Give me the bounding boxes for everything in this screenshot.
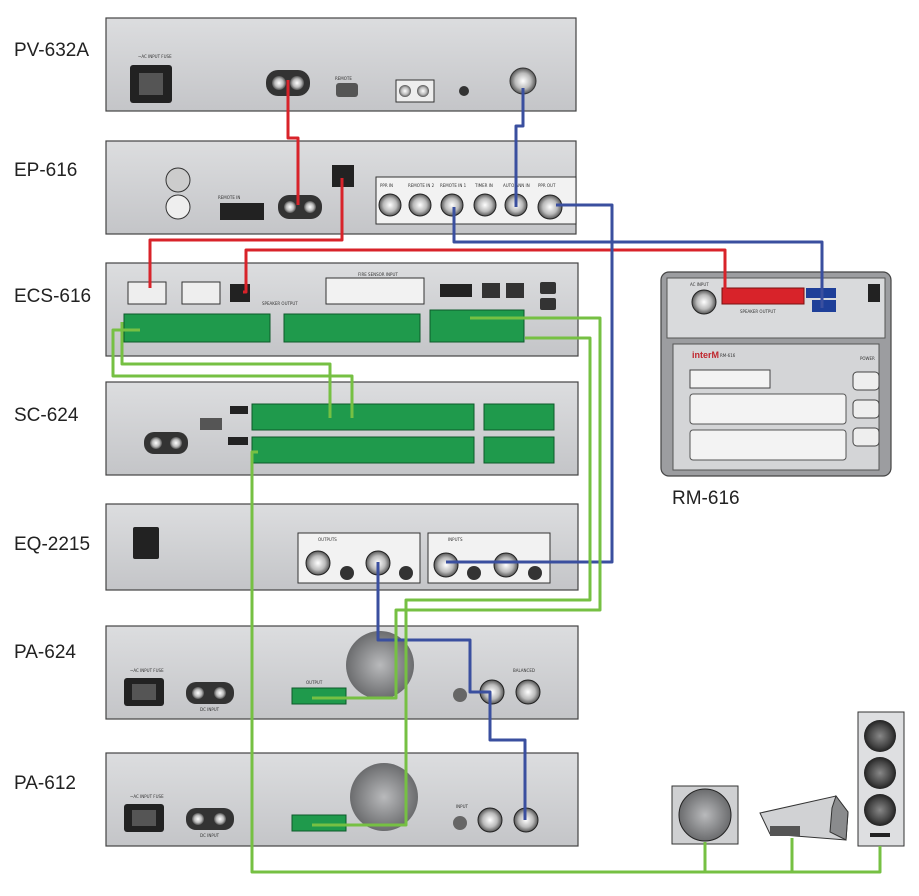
pa624-label: PA-624 <box>14 642 76 663</box>
red-wire <box>148 178 344 288</box>
ep-jack-1: REMOTE IN 2 <box>408 183 435 188</box>
ceiling-speaker-icon <box>671 785 739 845</box>
ep-jack-0: PPR IN <box>380 183 393 188</box>
pa624-output-text: OUTPUT <box>306 680 323 685</box>
pa624-panel: ~AC INPUT FUSE DC INPUT OUTPUT BALANCED <box>105 625 579 720</box>
eq-outputs-text: OUTPUTS <box>318 537 337 542</box>
ecs-terminals <box>123 309 525 343</box>
pa624-balanced-text: BALANCED <box>513 668 535 673</box>
rm-model-text: RM-616 <box>720 353 736 358</box>
svg-text:interM: interM <box>692 350 719 360</box>
rm-ac-text: AC INPUT <box>690 282 709 287</box>
ep616-label: EP-616 <box>14 160 78 181</box>
pa624-ac-text: ~AC INPUT FUSE <box>130 668 164 673</box>
green-wire <box>312 336 592 827</box>
pv632a-panel: ~AC INPUT FUSE REMOTE <box>105 17 577 112</box>
rm-button-rows <box>689 371 880 461</box>
wires <box>111 80 882 874</box>
green-wire <box>250 450 882 874</box>
blue-wire <box>376 562 527 820</box>
green-wire <box>312 316 602 700</box>
eq2215-panel: OUTPUTS INPUTS <box>105 503 579 591</box>
pa612-label: PA-612 <box>14 773 76 794</box>
ecs616-label: ECS-616 <box>14 286 92 307</box>
pa612-ac-text: ~AC INPUT FUSE <box>130 794 164 799</box>
ep-jack-3: TIMER IN <box>474 183 493 188</box>
pv-remote-text: REMOTE <box>335 76 352 81</box>
column-speaker-icon <box>857 711 905 847</box>
green-wire <box>120 322 332 418</box>
blue-wire <box>446 203 614 564</box>
ep-jack-5: PPR OUT <box>538 183 556 188</box>
rm-brand-suffix: M <box>712 350 720 360</box>
horn-speaker-icon <box>759 794 849 841</box>
blue-wire <box>452 207 824 308</box>
pa624-dc-text: DC INPUT <box>200 707 220 712</box>
ecs616-panel: FIRE SENSOR INPUT SPEAKER OUTPUT <box>105 262 579 357</box>
eq-inputs-text: INPUTS <box>448 537 463 542</box>
rm-power-text: POWER <box>860 356 875 361</box>
sc-terminals <box>251 403 555 464</box>
pv-ac-text: ~AC INPUT FUSE <box>138 54 172 59</box>
pa612-input-text: INPUT <box>456 804 469 809</box>
ep-jack-2: REMOTE IN 1 <box>440 183 467 188</box>
rm616-label: RM-616 <box>672 488 740 509</box>
sc624-label: SC-624 <box>14 405 79 426</box>
rm-brand: inter <box>692 350 712 360</box>
red-wire <box>286 80 300 205</box>
sc624-panel <box>105 381 579 476</box>
red-wire <box>243 248 727 295</box>
pa612-panel: ~AC INPUT FUSE DC INPUT INPUT <box>105 752 579 847</box>
pa612-dc-text: DC INPUT <box>200 833 220 838</box>
ep-remote-text: REMOTE IN <box>218 195 240 200</box>
blue-wire <box>514 88 525 207</box>
rm616-panel: AC INPUT SPEAKER OUTPUT interM RM-616 PO… <box>660 271 892 477</box>
ecs-fire-text: FIRE SENSOR INPUT <box>358 272 398 277</box>
eq2215-label: EQ-2215 <box>14 534 91 555</box>
pv632a-label: PV-632A <box>14 40 89 61</box>
rm-speaker-text: SPEAKER OUTPUT <box>740 309 776 314</box>
ecs-speaker-text: SPEAKER OUTPUT <box>262 301 298 306</box>
